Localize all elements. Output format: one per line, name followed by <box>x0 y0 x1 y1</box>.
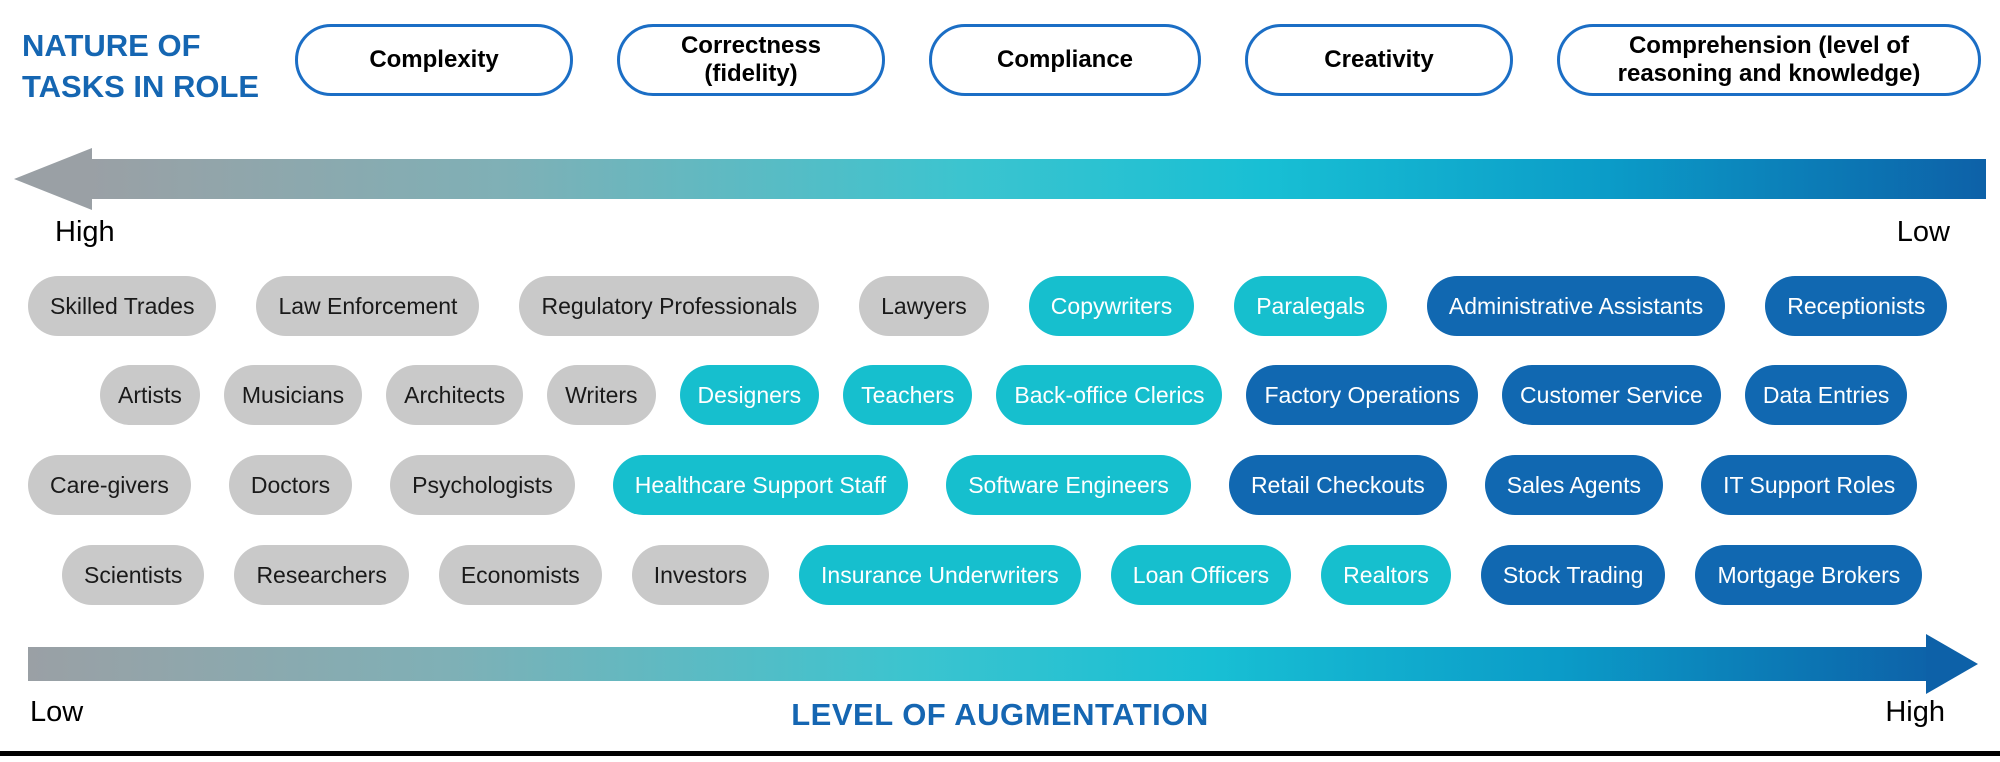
role-row-1: Skilled Trades Law Enforcement Regulatory … <box>28 276 1948 336</box>
augmentation-axis-high-label: High <box>1885 696 1945 728</box>
role-row-2: Artists Musicians Architects Writers Designe… <box>100 365 1908 425</box>
role-pill-scientists: Scientists <box>62 545 205 605</box>
tasks-axis-high-label: High <box>55 216 115 248</box>
role-pill-sales-agents: Sales Agents <box>1484 455 1664 515</box>
category-pill-comprehension-level-of: Comprehension (level of reasoning and kn… <box>1557 24 1981 96</box>
role-pill-stock-trading: Stock Trading <box>1480 545 1666 605</box>
role-pill-data-entries: Data Entries <box>1744 365 1908 425</box>
augmentation-axis-gradient-bar <box>28 647 1938 681</box>
role-pill-law-enforcement: Law Enforcement <box>256 276 480 336</box>
role-pill-administrative-assistants: Administrative Assistants <box>1426 276 1726 336</box>
arrow-left-head <box>14 148 92 210</box>
tasks-axis-gradient-bar <box>88 159 1986 199</box>
augmentation-axis-low-label: Low <box>30 696 84 728</box>
augmentation-axis-title: LEVEL OF AUGMENTATION <box>791 697 1209 732</box>
role-pill-care-givers: Care-givers <box>28 455 191 515</box>
category-pills: Complexity Correctness (fidelity) Complian… <box>295 24 1981 96</box>
role-pill-skilled-trades: Skilled Trades <box>28 276 217 336</box>
role-pill-paralegals: Paralegals <box>1234 276 1387 336</box>
role-pill-healthcare-support-staff: Healthcare Support Staff <box>612 455 909 515</box>
role-pill-regulatory-professionals: Regulatory Professionals <box>519 276 820 336</box>
role-pill-insurance-underwriters: Insurance Underwriters <box>799 545 1081 605</box>
role-pill-economists: Economists <box>438 545 602 605</box>
role-pill-artists: Artists <box>100 365 200 425</box>
role-pill-receptionists: Receptionists <box>1765 276 1948 336</box>
role-pill-back-office-clerics: Back-office Clerics <box>996 365 1223 425</box>
role-pill-copywriters: Copywriters <box>1028 276 1195 336</box>
role-pill-factory-operations: Factory Operations <box>1246 365 1479 425</box>
role-pill-writers: Writers <box>547 365 656 425</box>
augmentation-axis-arrow <box>28 634 1978 694</box>
role-pill-researchers: Researchers <box>234 545 409 605</box>
role-pill-retail-checkouts: Retail Checkouts <box>1228 455 1447 515</box>
role-pill-designers: Designers <box>679 365 820 425</box>
role-row-4: Scientists Researchers Economists Investors… <box>62 545 1923 605</box>
role-pill-mortgage-brokers: Mortgage Brokers <box>1695 545 1923 605</box>
category-pill-compliance: Compliance <box>929 24 1201 96</box>
role-pill-loan-officers: Loan Officers <box>1110 545 1292 605</box>
category-pill-correctness: Correctness (fidelity) <box>617 24 885 96</box>
page-title-line2: TASKS IN ROLE <box>22 68 260 104</box>
tasks-axis-arrow <box>14 148 1986 210</box>
role-pill-realtors: Realtors <box>1321 545 1451 605</box>
role-pill-doctors: Doctors <box>228 455 353 515</box>
category-pill-creativity: Creativity <box>1245 24 1513 96</box>
bottom-border-rule <box>0 751 2000 756</box>
role-pill-psychologists: Psychologists <box>390 455 575 515</box>
arrow-right-head <box>1926 634 1978 694</box>
tasks-axis-low-label: Low <box>1896 216 1950 248</box>
role-pill-investors: Investors <box>631 545 770 605</box>
role-pill-lawyers: Lawyers <box>859 276 989 336</box>
role-pill-customer-service: Customer Service <box>1502 365 1721 425</box>
page-title: NATURE OF TASKS IN ROLE <box>22 26 272 108</box>
role-pill-software-engineers: Software Engineers <box>946 455 1191 515</box>
role-pill-musicians: Musicians <box>223 365 363 425</box>
role-pill-it-support-roles: IT Support Roles <box>1701 455 1918 515</box>
role-row-3: Care-givers Doctors Psychologists Healthcar… <box>28 455 1918 515</box>
category-pill-complexity: Complexity <box>295 24 573 96</box>
page-title-line1: NATURE OF <box>22 28 201 63</box>
role-pill-teachers: Teachers <box>843 365 973 425</box>
role-pill-architects: Architects <box>386 365 524 425</box>
